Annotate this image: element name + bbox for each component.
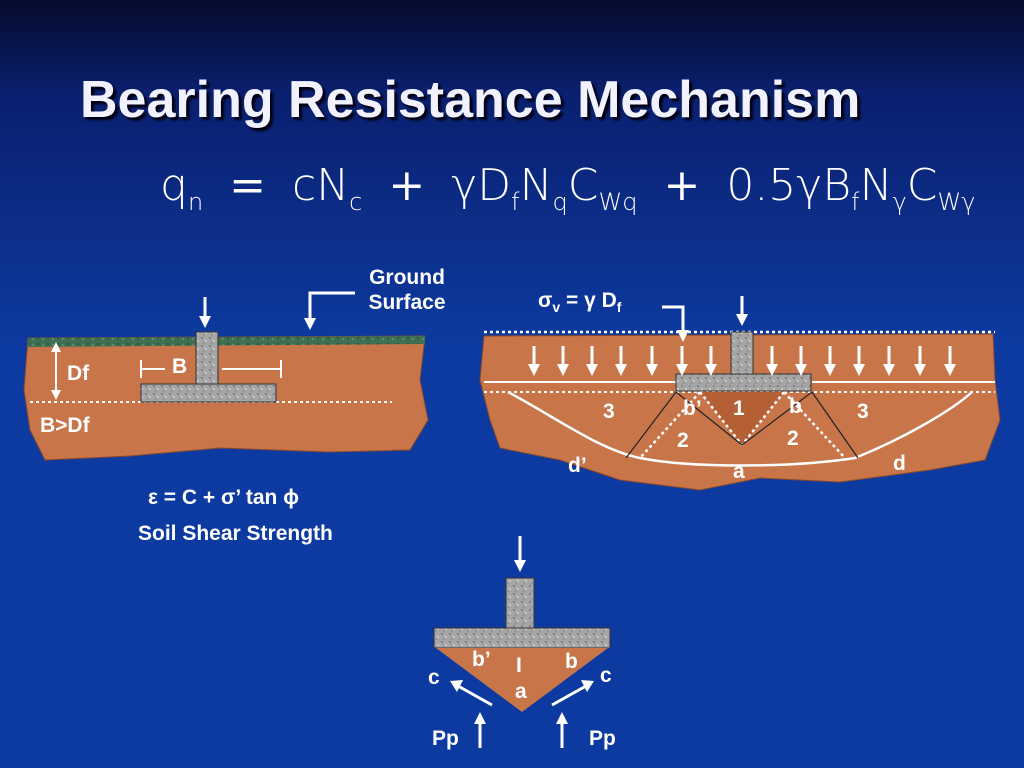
wedge-label-pp-right: Pp: [589, 727, 616, 750]
surcharge-arrows: [528, 346, 956, 376]
zone-label-d-prime: d’: [568, 454, 587, 477]
zone-label-b-prime: b’: [683, 397, 702, 420]
b-greater-df-label: B>Df: [40, 414, 91, 437]
surcharge-arrow-13: [914, 346, 926, 376]
df-dimension-arrow: [51, 342, 61, 400]
bearing-capacity-formula: qn = cNc + γDfNqCWq + 0.5γBfNγCWγ: [160, 160, 976, 216]
zone-1-wedge: [700, 392, 784, 445]
footing-slab-bottom: [433, 627, 611, 649]
shallow-footing-diagram: Ground Surface Df B B>Df: [23, 266, 446, 461]
zone-label-b: b: [789, 395, 802, 418]
surcharge-arrow-14: [944, 346, 956, 376]
surcharge-arrow-7: [705, 346, 717, 376]
surcharge-arrow-9: [795, 346, 807, 376]
c-arrow-left: [450, 680, 493, 707]
zone-label-1: 1: [733, 397, 745, 420]
wedge-label-c-right: c: [600, 664, 612, 687]
grass-layer-left: [28, 336, 425, 347]
ground-surface-label-1: Ground: [369, 266, 445, 289]
radial-line-left-outer: [625, 391, 677, 459]
wedge-label-c-left: c: [428, 666, 440, 689]
sigma-pointer-arrow: [662, 305, 689, 342]
surcharge-arrow-2: [557, 346, 569, 376]
surcharge-arrow-10: [824, 346, 836, 376]
down-arrow-load-bottom: [514, 536, 526, 572]
footing-slab-right: [675, 373, 812, 392]
radial-line-right-inner: [783, 391, 846, 459]
pp-arrow-right: [556, 712, 568, 748]
failure-zones-diagram: σv = γ Df 3 b’ 1 b 3 2 2 d’ a d: [479, 289, 1001, 491]
c-arrow-right: [551, 680, 594, 707]
footing-column-bottom: [505, 577, 535, 629]
wedge-label-roman-one: I: [516, 654, 522, 677]
zone-label-2-left: 2: [677, 429, 689, 452]
down-arrow-load-left: [199, 297, 211, 328]
shear-strength-equation: ε = C + σ’ tan ϕ: [148, 486, 299, 509]
b-label: B: [172, 355, 187, 378]
surcharge-arrow-5: [646, 346, 658, 376]
shear-strength-block: ε = C + σ’ tan ϕ Soil Shear Strength: [138, 486, 333, 545]
active-wedge: [436, 648, 608, 712]
surcharge-arrow-12: [883, 346, 895, 376]
ground-surface-label-2: Surface: [368, 291, 445, 314]
wedge-label-pp-left: Pp: [432, 727, 459, 750]
zone-1-right-edge: [741, 391, 785, 446]
surcharge-arrow-6: [676, 346, 688, 376]
wedge-label-b: b: [565, 650, 578, 673]
surcharge-arrow-1: [528, 346, 540, 376]
pp-arrow-left: [474, 712, 486, 748]
footing-slab-left: [140, 383, 277, 403]
down-arrow-load-right: [736, 296, 748, 326]
sigma-v-label: σv = γ Df: [538, 289, 622, 315]
b-dimension-line: [140, 360, 282, 378]
zone-1-left-edge: [699, 391, 743, 446]
zone-label-a: a: [733, 460, 745, 483]
wedge-label-b-prime: b’: [472, 648, 491, 671]
zone-1-inner-left: [675, 391, 743, 446]
ground-surface-arrow: [304, 291, 355, 330]
radial-line-right-outer: [811, 391, 859, 459]
footing-column-right: [730, 331, 754, 375]
wedge-label-a: a: [515, 680, 527, 703]
zone-1-inner-right: [741, 391, 813, 446]
surcharge-arrow-11: [853, 346, 865, 376]
zone-label-3-right: 3: [857, 400, 869, 423]
surcharge-arrow-3: [586, 346, 598, 376]
slide-title: Bearing Resistance Mechanism: [80, 71, 861, 129]
shear-strength-caption: Soil Shear Strength: [138, 522, 333, 545]
footing-column-left: [195, 331, 219, 385]
footing-wedge-diagram: b’ I b a c c Pp Pp: [428, 536, 616, 750]
zone-label-3-left: 3: [603, 400, 615, 423]
zone-label-2-right: 2: [787, 427, 799, 450]
failure-surface-curve: [507, 390, 973, 467]
df-label: Df: [67, 362, 90, 385]
surcharge-arrow-4: [615, 346, 627, 376]
surcharge-arrow-8: [766, 346, 778, 376]
zone-label-d: d: [893, 452, 906, 475]
